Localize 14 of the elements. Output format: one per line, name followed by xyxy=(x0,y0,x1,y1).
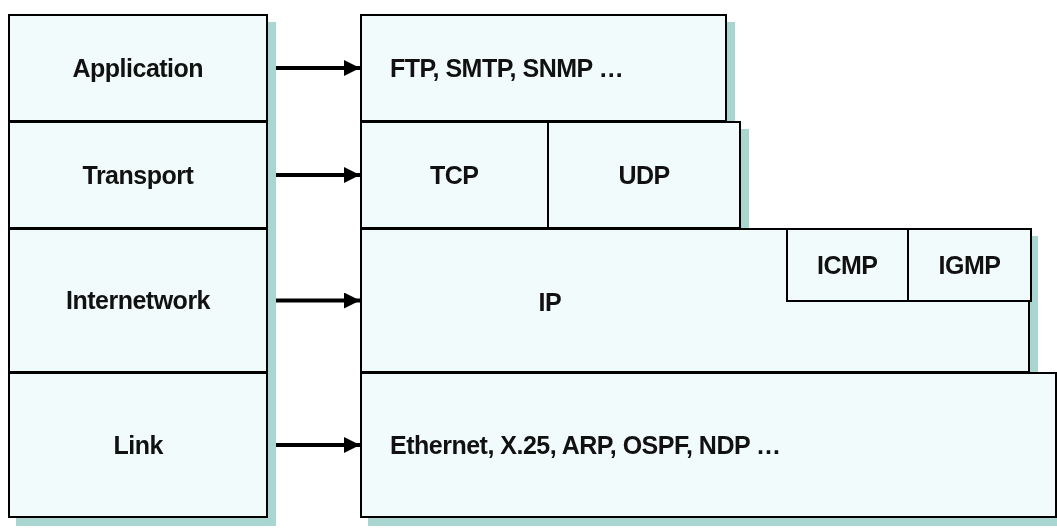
protocol-name: ICMP xyxy=(817,250,878,280)
layer-name: Link xyxy=(113,430,163,460)
protocol-name: TCP xyxy=(430,160,479,190)
protocol-name: IGMP xyxy=(938,250,1001,280)
protocol-box xyxy=(786,228,909,302)
protocol-box xyxy=(360,121,549,229)
protocol-name: IP xyxy=(538,287,562,317)
protocol-box xyxy=(907,228,1032,302)
layer-name: Transport xyxy=(82,160,194,190)
protocol-name: Ethernet, X.25, ARP, OSPF, NDP … xyxy=(390,430,781,460)
layer-name: Application xyxy=(72,53,204,83)
protocol-name: UDP xyxy=(618,160,670,190)
protocol-name: FTP, SMTP, SNMP … xyxy=(390,53,624,83)
layer-name: Internetwork xyxy=(66,286,211,315)
